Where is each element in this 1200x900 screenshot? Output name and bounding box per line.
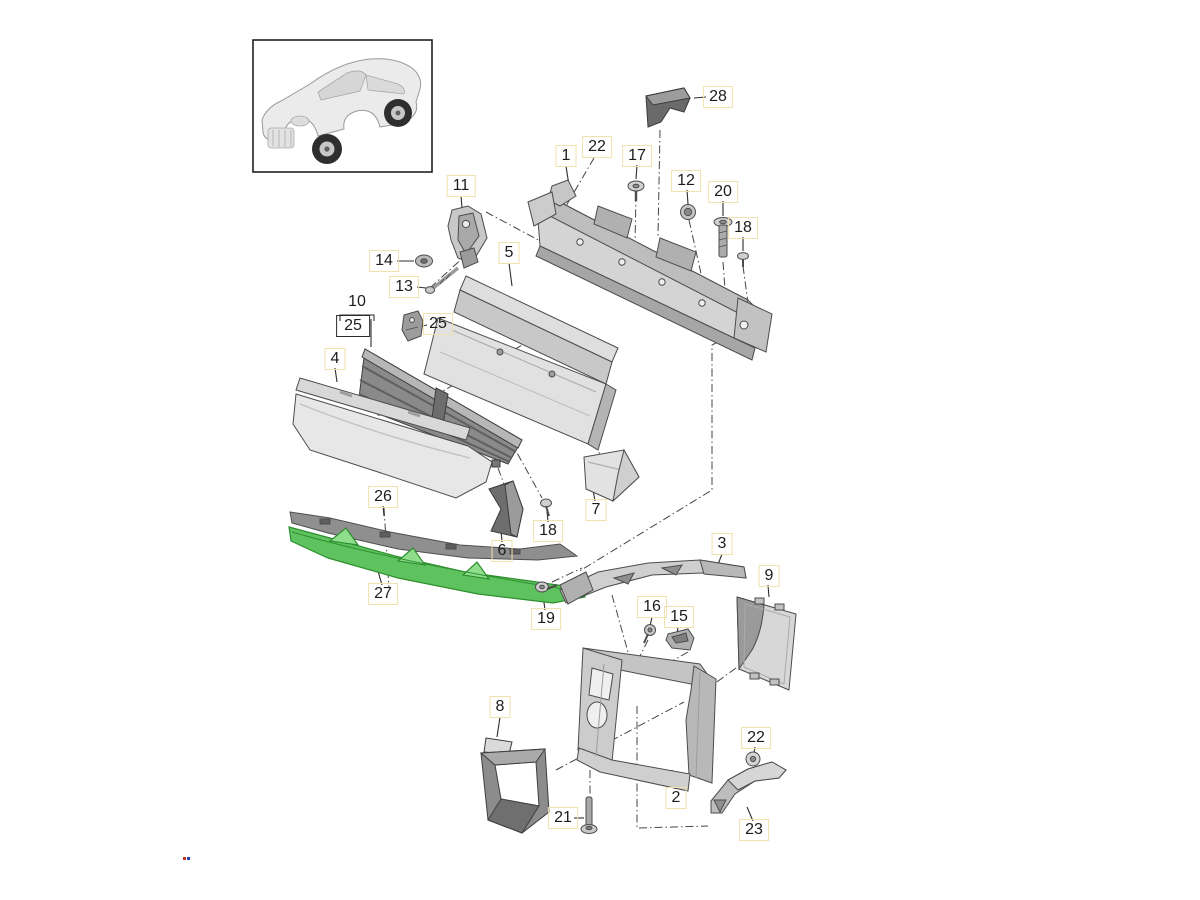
part-label-17[interactable]: 17 (622, 145, 652, 167)
part-15-clamp[interactable] (665, 628, 695, 651)
part-label-25[interactable]: 25 (423, 313, 453, 335)
part-1-lock-carrier[interactable] (527, 179, 773, 361)
part-label-23[interactable]: 23 (739, 819, 769, 841)
part-23-bracket[interactable] (710, 761, 787, 814)
part-18-rivet-mid[interactable] (540, 498, 552, 517)
part-28-pad[interactable] (645, 87, 691, 128)
part-21-bolt[interactable] (580, 796, 598, 834)
part-label-4[interactable]: 4 (324, 348, 346, 370)
car-headlight (290, 115, 310, 127)
part-label-18-top[interactable]: 18 (728, 217, 758, 239)
part-20-bolt[interactable] (713, 217, 733, 258)
part-22-washer[interactable] (745, 751, 761, 767)
part-label-9[interactable]: 9 (758, 565, 780, 587)
part-label-3[interactable]: 3 (711, 533, 733, 555)
part-17-rivet[interactable] (627, 180, 645, 201)
part-label-22-top[interactable]: 22 (582, 136, 612, 158)
part-16-screw[interactable] (643, 624, 656, 644)
part-label-12[interactable]: 12 (671, 170, 701, 192)
part-label-2[interactable]: 2 (665, 787, 687, 809)
car-rear-wheel (384, 99, 412, 127)
part-25-louver-assembly[interactable] (357, 348, 523, 468)
part-8-duct-ring[interactable] (479, 737, 550, 834)
part-label-10[interactable]: 10 (348, 293, 366, 310)
part-label-1[interactable]: 1 (555, 145, 577, 167)
part-label-20[interactable]: 20 (708, 181, 738, 203)
part-label-18-mid[interactable]: 18 (533, 520, 563, 542)
car-front-wheel (312, 134, 342, 164)
part-label-15[interactable]: 15 (664, 606, 694, 628)
part-11-bracket[interactable] (447, 205, 488, 269)
part-7-deflector[interactable] (583, 448, 640, 503)
print-artifact (183, 857, 190, 860)
car-windshield (317, 70, 367, 101)
part-label-25-framed[interactable]: 25 (336, 315, 370, 337)
part-label-11[interactable]: 11 (446, 175, 476, 197)
part-27-spoiler-highlighted[interactable] (288, 526, 587, 604)
part-label-6[interactable]: 6 (491, 540, 513, 562)
part-19-screw[interactable] (535, 581, 558, 593)
part-label-21[interactable]: 21 (548, 807, 578, 829)
part-2-front-frame[interactable] (576, 647, 717, 792)
part-label-16[interactable]: 16 (637, 596, 667, 618)
part-18-rivet-top[interactable] (737, 252, 749, 267)
vehicle-inset[interactable] (252, 39, 433, 173)
part-14-grommet[interactable] (415, 254, 433, 268)
part-label-13[interactable]: 13 (389, 276, 419, 298)
car-grille (267, 127, 295, 149)
car-side-window (365, 74, 405, 95)
part-13-screw[interactable] (425, 266, 460, 294)
part-9-air-duct-panel[interactable] (736, 596, 797, 691)
part-label-19[interactable]: 19 (531, 608, 561, 630)
part-label-7[interactable]: 7 (585, 499, 607, 521)
part-label-8[interactable]: 8 (489, 696, 511, 718)
part-6-deflector[interactable] (488, 480, 524, 538)
part-4-air-guide[interactable] (292, 377, 493, 499)
part-label-5[interactable]: 5 (498, 242, 520, 264)
part-label-14[interactable]: 14 (369, 250, 399, 272)
part-25-clip[interactable] (401, 310, 424, 342)
part-label-28[interactable]: 28 (703, 86, 733, 108)
part-12-nut[interactable] (680, 204, 696, 220)
part-5-air-duct[interactable] (423, 275, 619, 451)
part-label-27[interactable]: 27 (368, 583, 398, 605)
part-label-26[interactable]: 26 (368, 486, 398, 508)
part-3-support-bracket[interactable] (559, 559, 747, 605)
part-label-22-bottom[interactable]: 22 (741, 727, 771, 749)
